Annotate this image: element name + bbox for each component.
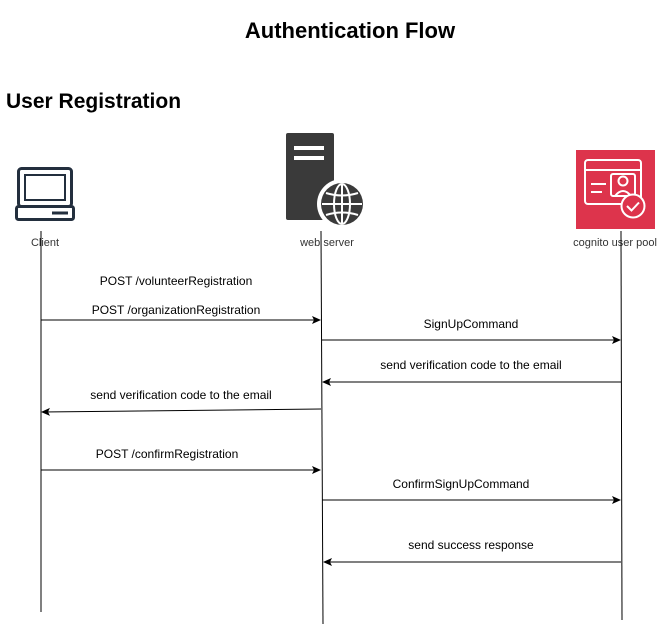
lifeline-cognito-user-pool [620, 230, 623, 621]
participant-label-client: Client [31, 237, 59, 249]
participant-label-cognito-user-pool: cognito user pool [573, 237, 657, 249]
cognito-user-pool-icon [576, 150, 655, 229]
web-server-icon [286, 133, 367, 229]
message-arrow [41, 407, 322, 416]
desktop-computer-icon [15, 167, 75, 221]
message-label: SignUpCommand [424, 317, 519, 331]
message-label: send success response [408, 538, 534, 552]
message-label: POST /volunteerRegistration [100, 274, 253, 288]
lifeline-web-server [320, 230, 324, 625]
message-label: POST /organizationRegistration [92, 303, 261, 317]
section-title: User Registration [6, 90, 181, 113]
participant-label-web-server: web server [299, 237, 354, 249]
message-label: send verification code to the email [380, 358, 561, 372]
message-label: ConfirmSignUpCommand [393, 477, 530, 491]
diagram-title: Authentication Flow [245, 18, 456, 43]
message-label: POST /confirmRegistration [96, 447, 239, 461]
message-label: send verification code to the email [90, 388, 271, 402]
